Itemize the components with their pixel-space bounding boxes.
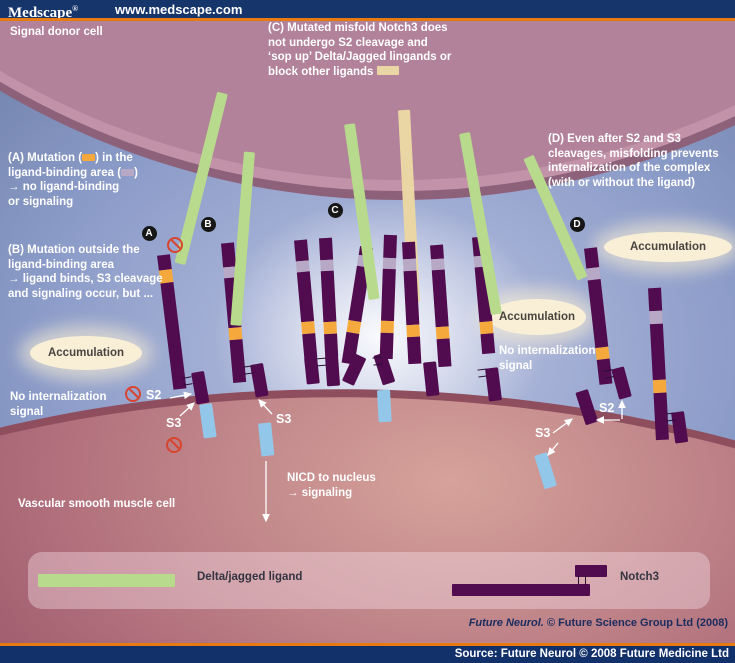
annotation-a: (A) Mutation () in the ligand-binding ar… [8,152,138,208]
receptor-connector [477,368,488,378]
membrane-stub [324,355,340,387]
registered-mark: ® [72,4,79,13]
annotation-c: (C) Mutated misfold Notch3 does not unde… [268,22,452,78]
top-orange-divider [0,18,735,21]
accumulation-ellipse: Accumulation [488,299,586,335]
ligand-green [229,151,255,326]
medscape-logo[interactable]: Medscape® [8,4,79,21]
s3-label-left: S3 [166,416,182,430]
receptor-c4 [379,234,397,360]
receptor-c5 [401,241,421,365]
badge-a: A [141,225,157,241]
lavender-binding-swatch [121,168,135,176]
accumulation-ellipse: Accumulation [604,232,732,262]
signal-donor-cell-label: Signal donor cell [10,26,103,38]
legend-delta-ligand-bar [38,574,175,587]
nicd-fragment [376,389,392,423]
legend-delta-ligand-label: Delta/jagged ligand [197,571,303,583]
membrane-stub [190,370,209,405]
legend-notch3-membrane-bar [575,565,607,577]
receptor-connector [603,369,614,379]
receptor-connector [665,412,676,422]
tan-misfold-swatch [376,65,399,75]
s3-label-center: S3 [276,412,292,426]
top-header-bar [0,0,735,18]
s2-label-left: S2 [146,388,162,402]
nicd-fragment [198,403,217,439]
no-signal-icon [165,436,182,453]
receptor-c6 [429,244,451,368]
receptor-c1 [293,239,317,359]
receptor-connector [316,357,327,367]
legend-notch3-ectodomain-bar [452,584,590,596]
legend-notch3-connector [578,576,586,585]
nicd-fragment [533,452,557,490]
receptor-connector [182,376,193,386]
nicd-to-nucleus-label: NICD to nucleus→ signaling [287,472,376,499]
accumulation-ellipse: Accumulation [30,336,142,370]
membrane-stub [610,366,632,400]
annotation-b: (B) Mutation outside the ligand-binding … [8,244,163,300]
receptor-connector [243,365,254,375]
membrane-stub [574,388,598,426]
membrane-stub [422,361,440,397]
receptor-connector [372,356,383,366]
vascular-smooth-muscle-cell-label: Vascular smooth muscle cell [18,498,176,510]
s2-label-right: S2 [599,401,615,415]
legend-notch3-label: Notch3 [620,571,659,583]
no-signal-icon [166,236,183,253]
citation-text: Future Neurol. © Future Science Group Lt… [468,617,728,629]
annotation-d: (D) Even after S2 and S3 cleavages, misf… [548,133,719,189]
bottom-orange-divider [0,643,735,646]
nicd-fragment [257,422,274,457]
orange-mutation-swatch [82,154,96,161]
no-signal-icon [124,385,141,402]
source-footer-bar [0,646,735,663]
s3-label-right: S3 [535,426,551,440]
medscape-url[interactable]: www.medscape.com [115,2,243,17]
source-credit: Source: Future Neurol © 2008 Future Medi… [454,648,729,660]
badge-c: C [327,202,343,218]
badge-d: D [569,216,585,232]
badge-b: B [200,216,216,232]
receptor-c2 [318,237,338,358]
